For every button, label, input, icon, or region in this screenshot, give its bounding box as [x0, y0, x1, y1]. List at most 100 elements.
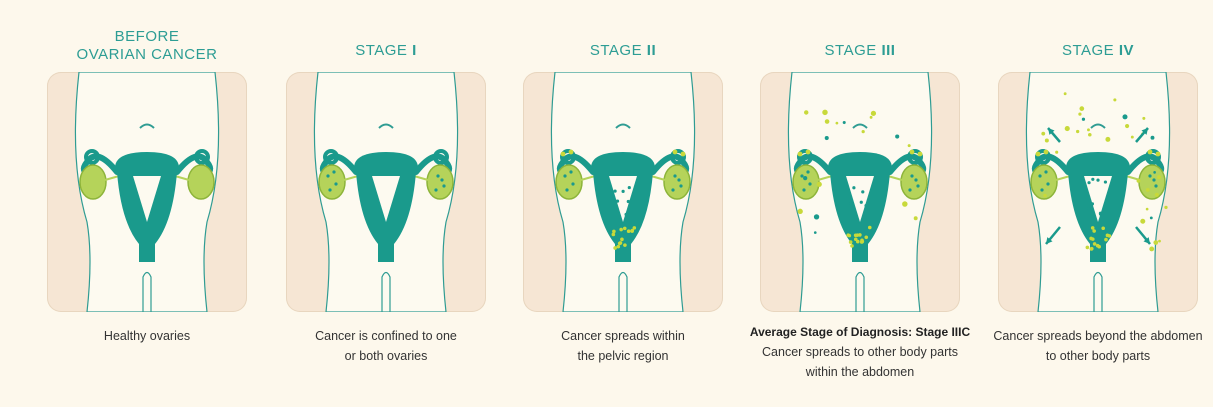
- title-stage-word: STAGE: [355, 42, 407, 59]
- ovary-tumor-dot: [436, 174, 439, 177]
- abdomen-cancer-dot: [870, 116, 873, 119]
- distant-cancer-dot: [1105, 137, 1110, 142]
- pelvic-cancer-dot: [619, 228, 623, 232]
- title-stage-word: STAGE: [1062, 42, 1114, 59]
- abdomen-cancer-dot: [1078, 112, 1081, 115]
- caption-line-2: or both ovaries: [266, 346, 506, 366]
- panel-title: STAGE IV: [998, 42, 1198, 60]
- left-ovary: [793, 165, 819, 199]
- distant-cancer-dot: [1153, 240, 1158, 245]
- caption-line-1: Cancer spreads within: [503, 326, 743, 346]
- tube-cancer-dot: [681, 152, 686, 157]
- title-stage-numeral: III: [881, 42, 895, 59]
- ovary-tumor-dot: [679, 184, 682, 187]
- abdomen-cancer-dot: [825, 136, 829, 140]
- abdomen-cancer-dot: [1065, 126, 1070, 131]
- distant-cancer-dot: [1158, 240, 1161, 243]
- panel-title: STAGE III: [760, 42, 960, 60]
- distant-cancer-dot: [1087, 128, 1090, 131]
- distant-cancer-dot: [1113, 98, 1116, 101]
- distant-cancer-dot: [1079, 106, 1084, 111]
- abdomen-cancer-dot: [798, 209, 803, 214]
- pelvic-cancer-dot: [1086, 246, 1090, 250]
- pelvic-cancer-dot: [613, 246, 617, 250]
- anatomy-illustration: [47, 72, 247, 312]
- ovary-tumor-dot: [565, 188, 568, 191]
- pelvic-cancer-dot: [1097, 245, 1101, 249]
- panel-caption: Cancer is confined to one or both ovarie…: [266, 326, 506, 366]
- ovary-tumor-dot: [1148, 174, 1151, 177]
- ovary-tumor-dot: [434, 188, 437, 191]
- abdomen-cancer-dot: [862, 130, 865, 133]
- left-ovary: [556, 165, 582, 199]
- pelvic-cancer-dot: [850, 244, 854, 248]
- ovary-tumor-dot: [808, 182, 811, 185]
- abdomen-cancer-dot: [814, 231, 817, 234]
- pelvic-cancer-dot: [1087, 181, 1090, 184]
- panel-title: STAGE II: [523, 42, 723, 60]
- ovary-tumor-dot: [677, 178, 680, 181]
- left-ovary: [80, 165, 106, 199]
- pelvic-cancer-dot: [854, 233, 858, 237]
- abdomen-cancer-dot: [1146, 208, 1149, 211]
- ovary-tumor-dot: [569, 170, 572, 173]
- caption-line-1: Cancer spreads beyond the abdomen: [978, 326, 1213, 346]
- right-ovary: [188, 165, 214, 199]
- pelvic-cancer-dot: [612, 199, 615, 202]
- title-line-1: BEFORE: [47, 28, 247, 46]
- abdomen-cancer-dot: [822, 110, 827, 115]
- pelvic-cancer-dot: [623, 243, 627, 247]
- left-ovary: [1031, 165, 1057, 199]
- distant-cancer-dot: [1164, 206, 1167, 209]
- ovary-tumor-dot: [326, 174, 329, 177]
- pelvic-cancer-dot: [1093, 242, 1097, 246]
- abdomen-cancer-dot: [814, 214, 819, 219]
- stage-panel-2: STAGE II Cancer spreads within the pelvi…: [523, 0, 723, 407]
- abdomen-cancer-dot: [1151, 136, 1155, 140]
- pelvic-cancer-dot: [1092, 229, 1096, 233]
- stage-panel-3: STAGE III Average Stage of Diagnosis: St…: [760, 0, 960, 407]
- pelvic-cancer-dot: [856, 240, 860, 244]
- abdomen-cancer-dot: [1122, 114, 1127, 119]
- panel-title: BEFORE OVARIAN CANCER: [47, 28, 247, 64]
- tube-cancer-dot: [798, 152, 803, 157]
- ovary-tumor-dot: [1046, 182, 1049, 185]
- title-stage-numeral: II: [647, 42, 656, 59]
- ovary-tumor-dot: [806, 170, 809, 173]
- pelvic-cancer-dot: [846, 233, 850, 237]
- abdomen-cancer-dot: [1055, 151, 1058, 154]
- ovary-tumor-dot: [442, 184, 445, 187]
- abdomen-cancer-dot: [1041, 132, 1045, 136]
- abdomen-cancer-dot: [1082, 118, 1085, 121]
- distant-cancer-dot: [1157, 175, 1161, 179]
- distant-cancer-dot: [1155, 193, 1159, 197]
- pelvic-cancer-dot: [864, 204, 867, 207]
- title-stage-word: STAGE: [590, 42, 642, 59]
- pelvic-cancer-dot: [620, 238, 624, 242]
- panel-caption: Cancer spreads within the pelvic region: [503, 326, 743, 366]
- pelvic-cancer-dot: [868, 226, 872, 230]
- pelvic-cancer-dot: [1091, 202, 1094, 205]
- anatomy-illustration: [998, 72, 1198, 312]
- anatomy-illustration: [523, 72, 723, 312]
- pelvic-cancer-dot: [1087, 207, 1090, 210]
- abdomen-cancer-dot: [843, 121, 846, 124]
- tube-cancer-dot: [569, 150, 574, 155]
- caption-line-1: Cancer is confined to one: [266, 326, 506, 346]
- pelvic-cancer-dot: [852, 186, 855, 189]
- tube-cancer-dot: [918, 152, 923, 157]
- abdomen-cancer-dot: [914, 216, 918, 220]
- pelvic-cancer-dot: [612, 233, 616, 237]
- ovary-tumor-dot: [563, 174, 566, 177]
- pelvic-cancer-dot: [612, 230, 616, 234]
- pelvic-cancer-dot: [1104, 238, 1108, 242]
- ovary-tumor-dot: [1038, 174, 1041, 177]
- tube-cancer-dot: [910, 150, 915, 155]
- title-stage-word: STAGE: [825, 42, 877, 59]
- pelvic-cancer-dot: [1101, 226, 1105, 230]
- caption-line-2: the pelvic region: [503, 346, 743, 366]
- stage-panel-4: STAGE IV Cancer spreads beyond the abdom…: [998, 0, 1198, 407]
- abdomen-cancer-dot: [1076, 130, 1079, 133]
- ovary-tumor-dot: [671, 188, 674, 191]
- abdomen-cancer-dot: [1153, 171, 1156, 174]
